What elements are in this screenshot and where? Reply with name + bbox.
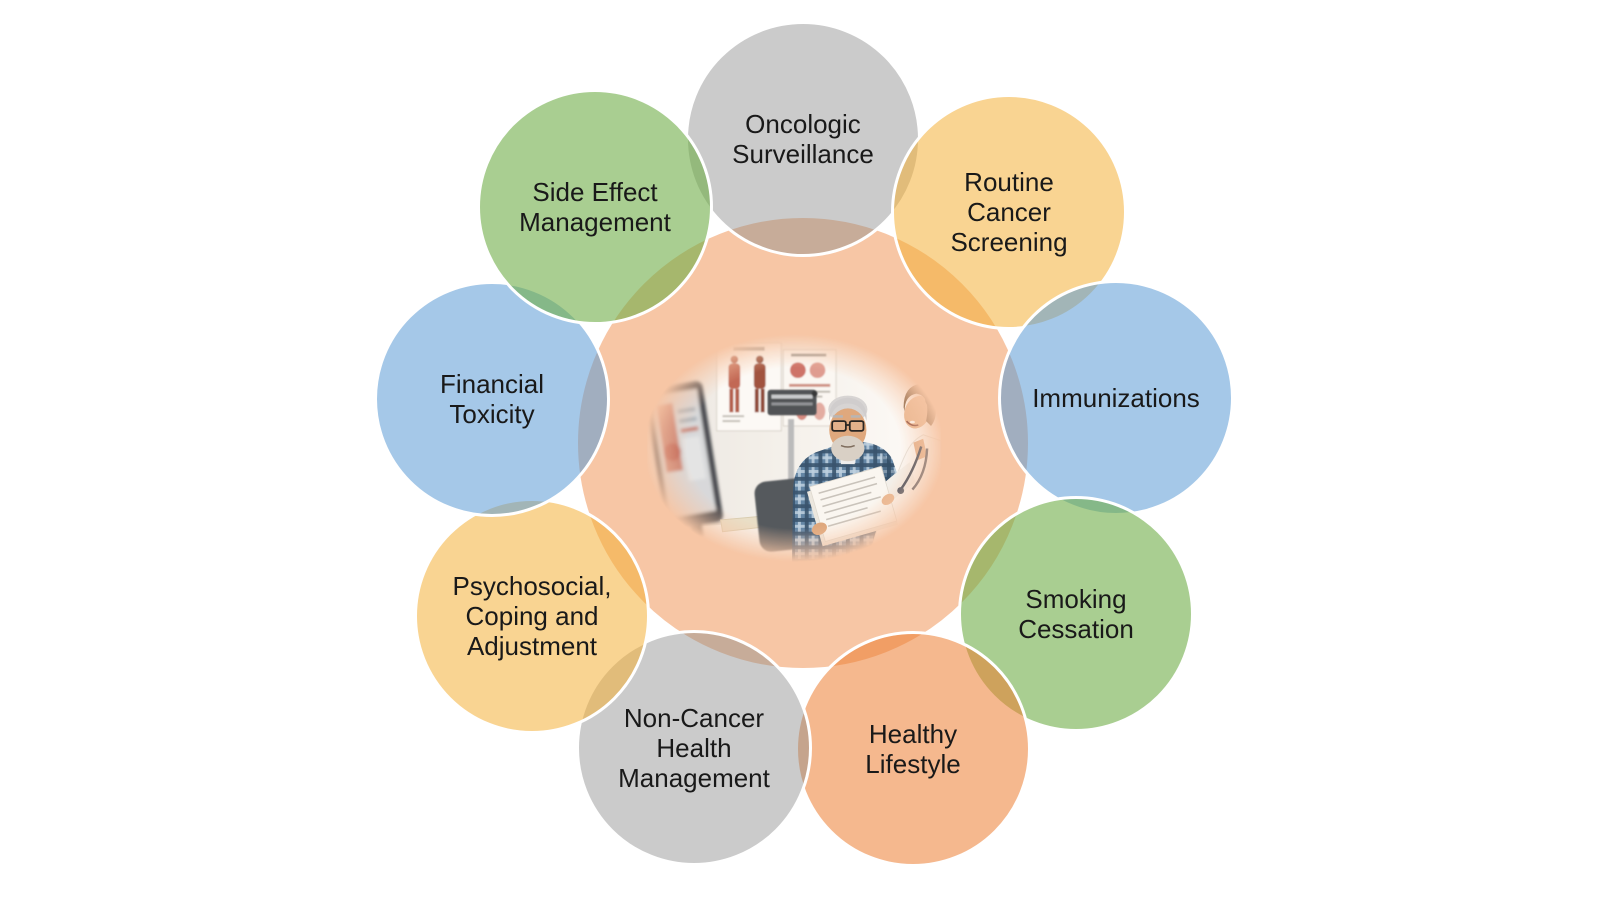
patient-hand	[811, 522, 827, 536]
circle-psychosocial-coping-adjustment	[414, 498, 650, 734]
doctor-hand	[881, 493, 895, 505]
circle-immunizations	[998, 280, 1234, 516]
physician-scale	[767, 389, 818, 525]
circle-financial-toxicity	[374, 281, 610, 517]
circle-oncologic-surveillance	[685, 21, 921, 257]
circle-side-effect-management	[477, 89, 713, 325]
anatomy-poster-left	[716, 342, 782, 432]
circle-healthy-lifestyle	[795, 631, 1031, 867]
computer-monitor	[644, 381, 723, 539]
doctor-patient-photo	[642, 333, 946, 564]
exam-room-scene	[644, 333, 942, 564]
paper	[806, 465, 898, 547]
